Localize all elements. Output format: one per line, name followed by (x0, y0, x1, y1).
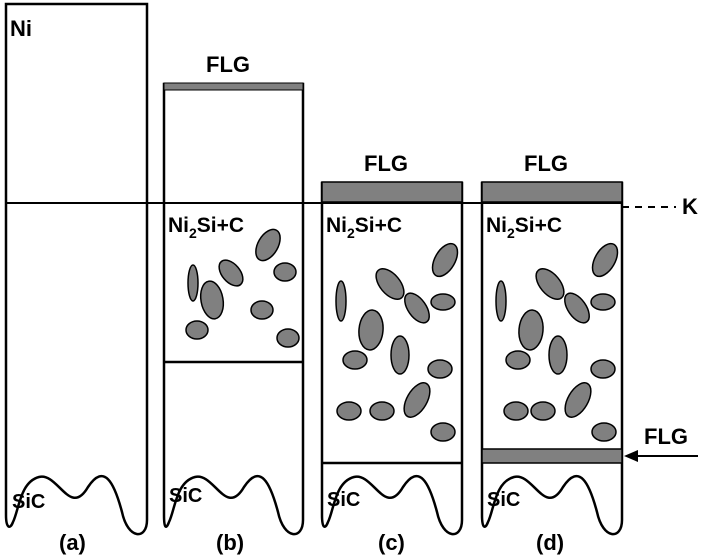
carbon-particle (375, 268, 405, 300)
carbon-particle (430, 293, 456, 311)
carbon-particle (335, 280, 347, 322)
carbon-particle (505, 350, 531, 370)
flg-interface-arrow: FLG (624, 424, 698, 462)
flg-layer-d-bottom (481, 448, 623, 464)
compound-label-b: Ni2Si+C (168, 214, 244, 241)
panel-d-outline (480, 181, 624, 536)
carbon-particle (404, 292, 430, 324)
carbon-particle (564, 382, 592, 418)
carbon-particle (590, 359, 616, 379)
k-label: K (682, 194, 698, 219)
flg-layer-c (321, 181, 463, 203)
sic-label-b: SiC (169, 485, 202, 507)
panel-label-d: (d) (536, 530, 564, 555)
k-reference-line: K (6, 194, 698, 219)
carbon-particle (427, 359, 453, 379)
panel-label-b: (b) (216, 530, 244, 555)
panel-d: FLG Ni2Si+C SiC (d) (480, 151, 624, 555)
compound-label-c: Ni2Si+C (326, 214, 402, 241)
carbon-particle (403, 382, 431, 418)
carbon-particle (431, 242, 459, 278)
carbon-particle (495, 280, 507, 322)
panel-c: FLG Ni2Si+C SiC (c) (320, 151, 464, 555)
carbon-particle (591, 422, 617, 442)
carbon-particle (358, 309, 384, 351)
carbon-particle (250, 300, 274, 320)
panel-label-c: (c) (378, 530, 405, 555)
panel-c-outline (320, 181, 464, 536)
flg-label-d: FLG (524, 151, 568, 176)
compound-label-d: Ni2Si+C (486, 214, 562, 241)
panel-a: Ni SiC (a) (4, 2, 149, 555)
ni-label: Ni (10, 16, 32, 41)
flg-layer-b (163, 82, 304, 91)
flg-label-c: FLG (364, 151, 408, 176)
carbon-particle (590, 293, 616, 311)
sic-label-c: SiC (327, 489, 360, 511)
panel-a-outline (4, 2, 149, 536)
carbon-particle (564, 292, 590, 324)
carbon-particle (273, 262, 297, 282)
sic-label-d: SiC (487, 489, 520, 511)
carbon-particle (503, 401, 529, 421)
panel-label-a: (a) (59, 530, 86, 555)
arrow-head-icon (624, 450, 638, 462)
carbon-particle (199, 280, 225, 320)
carbon-particle (548, 335, 568, 375)
carbon-particle (187, 264, 199, 302)
carbon-particle (336, 401, 362, 421)
sic-label-a: SiC (12, 491, 45, 513)
carbon-particle (535, 268, 565, 300)
carbon-particle (430, 422, 456, 442)
carbon-particle (276, 328, 300, 348)
carbon-particles-c (335, 242, 459, 442)
carbon-particle (255, 228, 281, 262)
carbon-particle (218, 259, 244, 287)
carbon-particles-d (495, 242, 619, 442)
panel-b: FLG Ni2Si+C SiC (b) (162, 52, 305, 555)
carbon-particle (390, 335, 410, 375)
carbon-particle (342, 350, 368, 370)
flg-layer-d-top (481, 181, 623, 203)
carbon-particle (591, 242, 619, 278)
carbon-particle (518, 309, 544, 351)
carbon-particle (369, 401, 395, 421)
carbon-particle (185, 320, 209, 340)
carbon-particles-b (185, 228, 300, 348)
flg-arrow-label: FLG (644, 424, 688, 449)
panel-b-outline (162, 82, 305, 536)
flg-label-b: FLG (206, 52, 250, 77)
carbon-particle (530, 401, 556, 421)
